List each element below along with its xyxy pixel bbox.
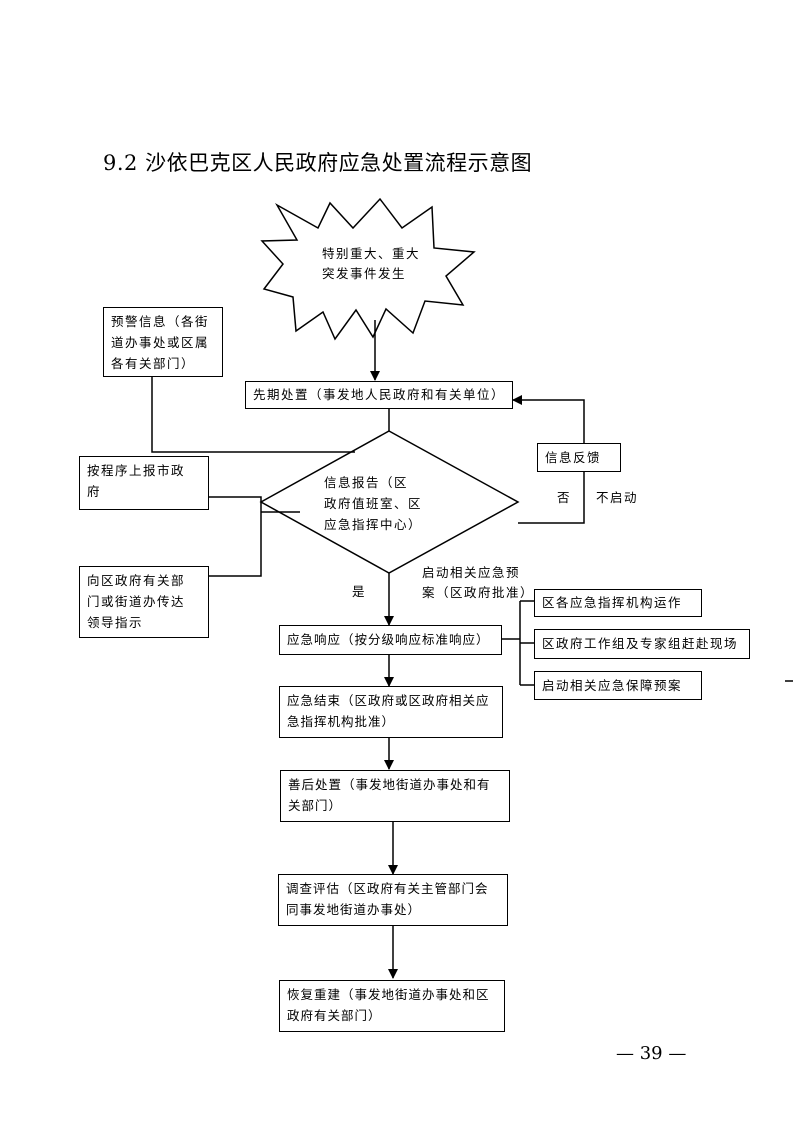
aftermath-box: 善后处置（事发地街道办事处和有 关部门） xyxy=(280,770,510,822)
page-title: 9.2 沙依巴克区人民政府应急处置流程示意图 xyxy=(103,151,533,175)
warning-info-box: 预警信息（各街 道办事处或区属 各有关部门） xyxy=(103,307,223,377)
not-start-label: 不启动 xyxy=(596,490,639,505)
instruct-box: 向区政府有关部 门或街道办传达 领导指示 xyxy=(79,566,209,638)
info-report-label: 信息报告（区 政府值班室、区 应急指挥中心） xyxy=(324,475,423,532)
no-label: 否 xyxy=(557,490,572,505)
expert-team-box: 区政府工作组及专家组赶赴现场 xyxy=(534,629,750,659)
report-city-box: 按程序上报市政 府 xyxy=(79,456,209,510)
initial-response-box: 先期处置（事发地人民政府和有关单位） xyxy=(245,381,513,409)
support-plan-box: 启动相关应急保障预案 xyxy=(534,671,702,700)
command-operations-box: 区各应急指挥机构运作 xyxy=(534,589,702,617)
page-number: — 39 — xyxy=(616,1043,687,1064)
investigation-box: 调查评估（区政府有关主管部门会 同事发地街道办事处） xyxy=(278,874,508,926)
info-feedback-box: 信息反馈 xyxy=(537,443,621,472)
emergency-response-box: 应急响应（按分级响应标准响应） xyxy=(279,625,502,655)
emergency-end-box: 应急结束（区政府或区政府相关应 急指挥机构批准） xyxy=(279,686,503,738)
rebuild-box: 恢复重建（事发地街道办事处和区 政府有关部门） xyxy=(279,980,505,1032)
start-plan-label: 启动相关应急预 案（区政府批准） xyxy=(422,565,535,600)
yes-label: 是 xyxy=(352,584,367,599)
start-starburst-shape xyxy=(260,197,476,341)
start-event-label: 特别重大、重大 突发事件发生 xyxy=(322,246,421,281)
